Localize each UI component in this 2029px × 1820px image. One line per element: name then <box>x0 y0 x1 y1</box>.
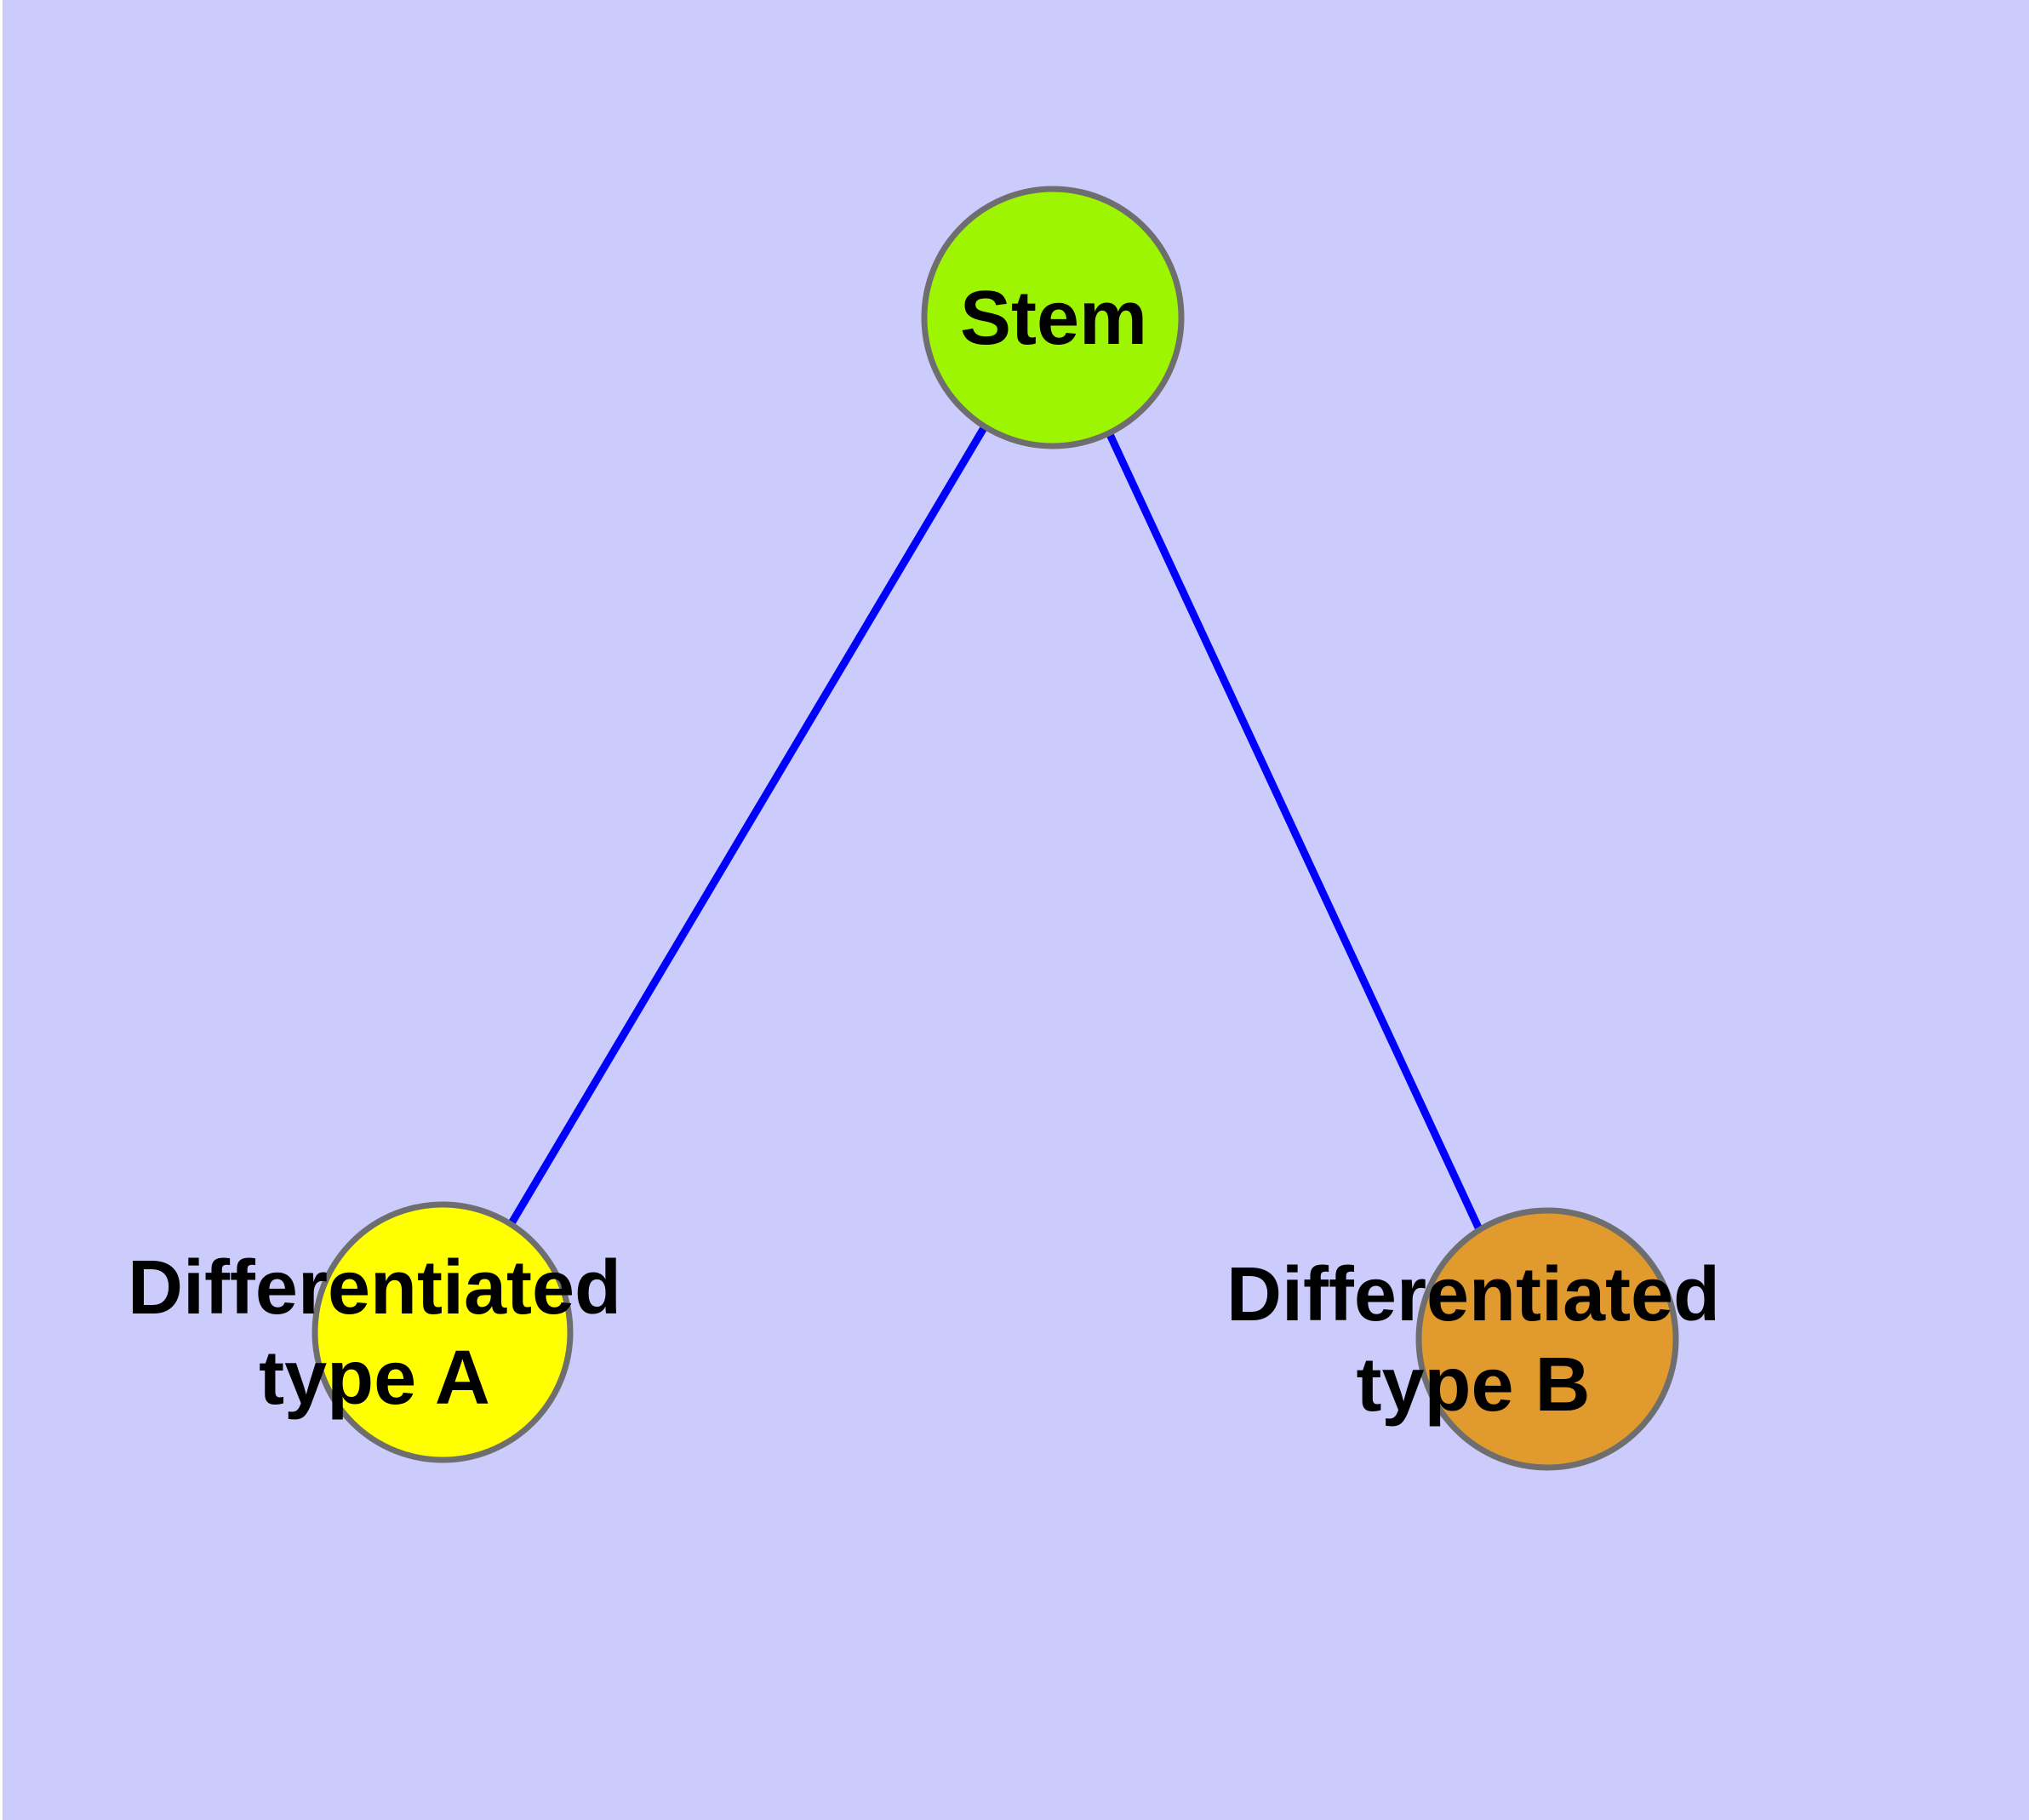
node-circle-differentiated-type-b[interactable] <box>1415 1207 1679 1471</box>
node-label-line: type B <box>1356 1342 1590 1428</box>
node-label-line: Differentiated <box>1226 1252 1720 1337</box>
edge-stem-to-differentiated-type-a <box>508 424 988 1226</box>
nodes-layer <box>311 186 1679 1471</box>
edges-layer <box>508 424 1483 1229</box>
node-circle-differentiated-type-a[interactable] <box>311 1201 574 1463</box>
edge-stem-to-differentiated-type-b <box>1104 429 1483 1229</box>
node-label-line: Stem <box>960 276 1147 361</box>
node-label-stem: Stem <box>960 276 1147 361</box>
node-circle-stem[interactable] <box>921 186 1185 449</box>
node-label-line: type A <box>259 1336 490 1421</box>
node-label-line: Differentiated <box>128 1245 621 1331</box>
